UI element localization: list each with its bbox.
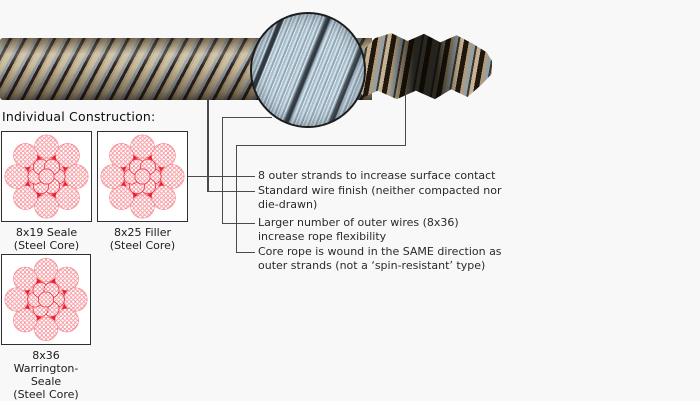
leader-line-rope-right-vertical [404,84,406,146]
rope-photo-frayed-end [356,33,492,100]
construction-box-8x19-seale [1,131,92,222]
leader-line-rope-left [207,94,209,191]
magnifier-inset [250,12,366,128]
leader-tick-annotation-4 [235,251,255,253]
leader-tick-annotation-3 [221,222,255,224]
page-heading: Individual Construction: [2,109,156,124]
leader-line-inset-vertical [221,116,223,224]
leader-tick-annotation-1 [188,175,255,177]
construction-label-8x36-warrington-seale: 8x36 Warrington- Seale (Steel Core) [13,349,79,401]
construction-box-8x25-filler [97,131,188,222]
construction-label-8x25-filler: 8x25 Filler (Steel Core) [109,226,176,252]
leader-line-core-vertical [235,144,237,253]
annotation-outer-strands: 8 outer strands to increase surface cont… [258,169,496,182]
leader-tick-annotation-2 [207,190,255,192]
cross-section-diagram [4,134,89,219]
construction-box-8x36-warrington-seale [1,254,91,345]
leader-line-inset-horizontal [222,116,272,118]
annotation-wire-finish: Standard wire finish (neither compacted … [258,184,502,211]
leader-line-rope-right-horizontal [236,144,406,146]
cross-section-diagram [100,134,185,219]
construction-label-8x19-seale: 8x19 Seale (Steel Core) [13,226,80,252]
annotation-outer-wires: Larger number of outer wires (8x36) incr… [258,216,459,243]
cross-section-diagram [4,258,88,341]
annotation-core-rope: Core rope is wound in the SAME direction… [258,245,502,272]
